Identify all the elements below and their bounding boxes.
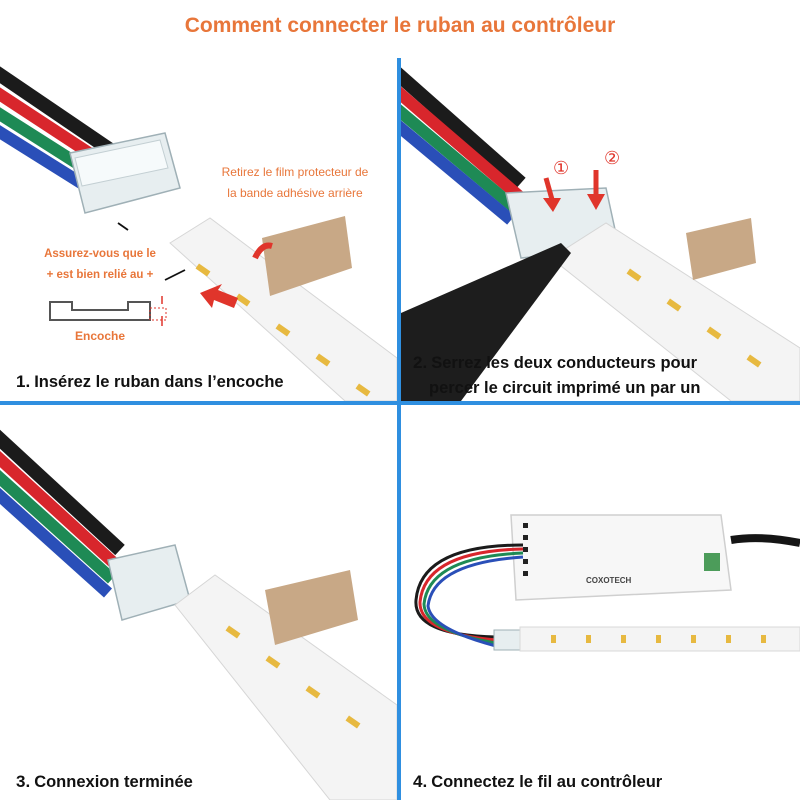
led-strip: [550, 222, 800, 401]
step-4-illustration: [414, 514, 800, 652]
step-3-caption: 3.Connexion terminée: [16, 772, 193, 791]
step-2-illustration: [401, 67, 800, 401]
controller: [510, 514, 800, 601]
notch-label: Encoche: [74, 329, 125, 343]
backing-tape: [265, 570, 358, 645]
led-strip: [174, 574, 397, 800]
marker-2: ②: [604, 148, 621, 168]
insert-arrow: [200, 284, 238, 308]
step-1-illustration: [0, 66, 397, 401]
step-2-caption: 2.Serrez les deux conducteurs pour perce…: [413, 353, 701, 397]
page-title: Comment connecter le ruban au contrôleur: [184, 14, 616, 37]
controller-brand-label: COXOTECH: [586, 576, 632, 585]
polarity-note: Assurez-vous que le + est bien relié au …: [44, 248, 156, 281]
notch-diagram: [49, 296, 167, 326]
vertical-divider: [397, 58, 401, 800]
connector: [69, 132, 181, 214]
step-1-caption: 1.Insérez le ruban dans l’encoche: [16, 372, 284, 391]
led-strip: [169, 217, 397, 401]
horizontal-divider: [0, 401, 800, 405]
step-3-illustration: [0, 429, 397, 800]
panel-step-3: 3.Connexion terminée: [0, 405, 397, 800]
peel-arrow: [252, 242, 273, 260]
marker-1: ①: [553, 158, 570, 178]
peel-note: Retirez le film protecteur de la bande a…: [221, 165, 369, 200]
step-4-caption: 4.Connectez le fil au contrôleur: [413, 772, 663, 791]
backing-tape: [686, 218, 756, 280]
pliers: [401, 243, 571, 401]
panel-step-2: ① ② 2.Serrez les deux conducteurs pour p…: [401, 58, 800, 401]
backing-tape: [262, 216, 352, 296]
panel-step-1: Retirez le film protecteur de la bande a…: [0, 58, 397, 401]
panel-step-4: COXOTECH 4.Connectez le fil au contrôleu…: [401, 405, 800, 800]
